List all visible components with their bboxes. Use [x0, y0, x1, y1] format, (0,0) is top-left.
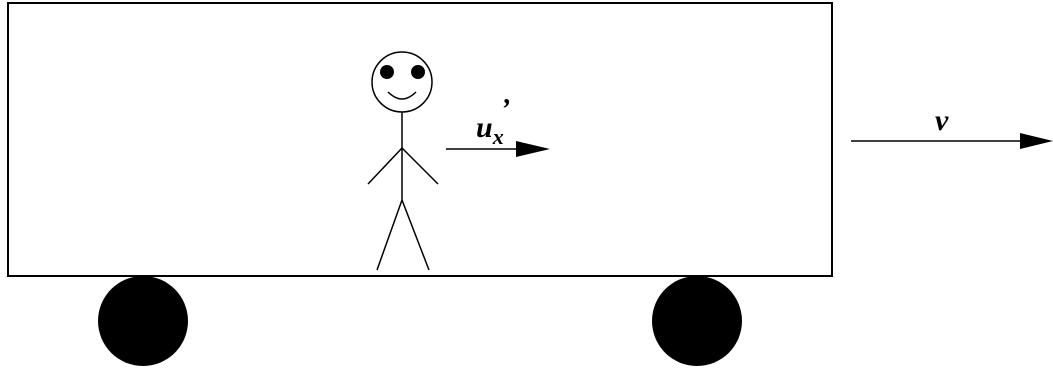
- stick-figure-left-arm: [367, 147, 403, 185]
- cart-velocity-label: v: [935, 104, 949, 137]
- stick-figure-left-leg: [376, 199, 403, 271]
- person-velocity-arrow: [446, 141, 550, 157]
- stick-figure-right-arm: [401, 147, 439, 185]
- cart-wheel-left: [98, 276, 188, 366]
- stick-figure-head: [371, 51, 433, 113]
- stick-figure: [367, 51, 439, 271]
- stick-figure-smile: [387, 91, 417, 100]
- person-velocity-label-prime: ’: [501, 94, 510, 125]
- cart-wheel-right: [652, 276, 742, 366]
- stick-figure-right-eye: [411, 65, 425, 79]
- cart-body: [7, 2, 833, 277]
- cart-velocity-arrow: [851, 133, 1053, 149]
- person-velocity-label-base: u: [476, 111, 493, 144]
- stick-figure-left-eye: [380, 65, 394, 79]
- person-velocity-label: ux’: [476, 94, 510, 149]
- person-velocity-label-subscript: x: [492, 124, 504, 149]
- stick-figure-right-leg: [401, 199, 430, 271]
